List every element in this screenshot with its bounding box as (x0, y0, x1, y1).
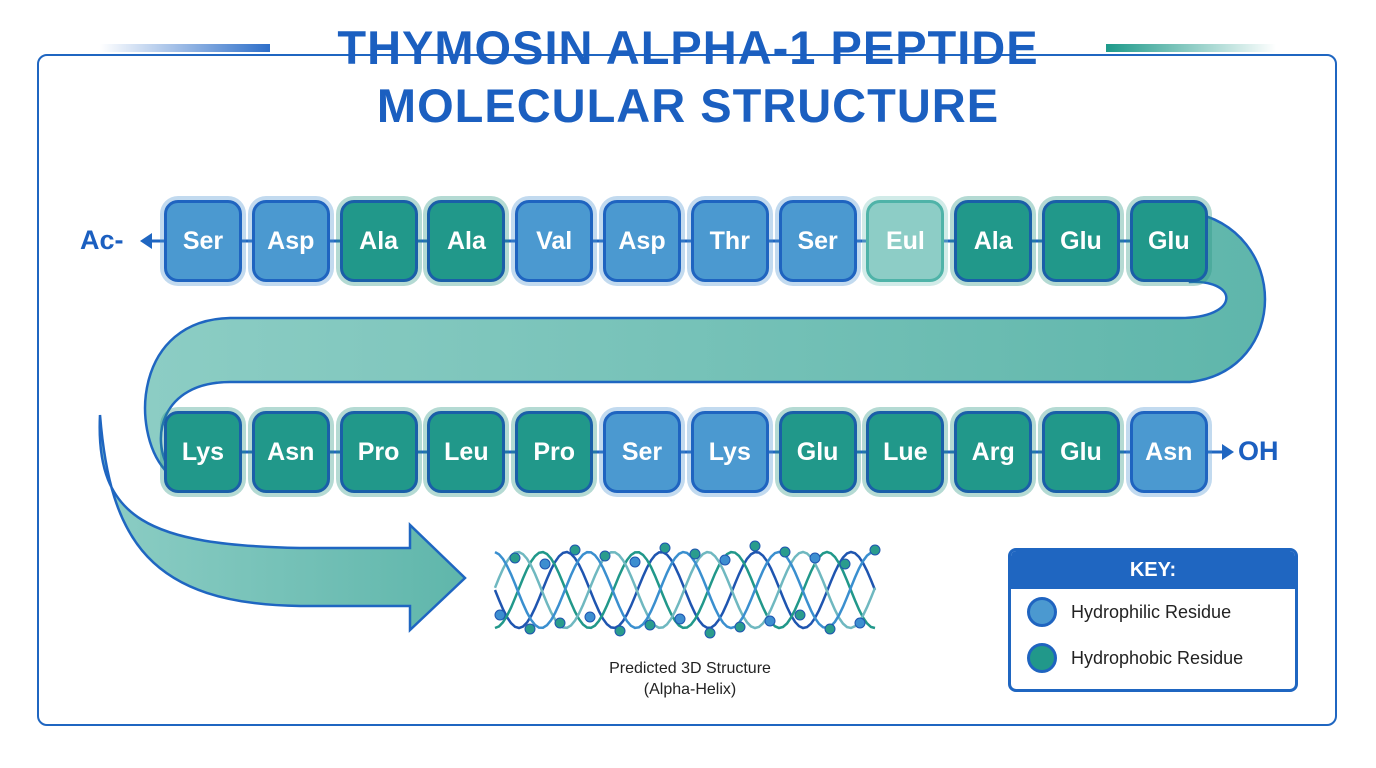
residue-philic: Thr (690, 200, 769, 282)
residue-phobic: Glu (1129, 200, 1208, 282)
residue-phobic: Glu (778, 411, 857, 493)
helix-atom (524, 623, 536, 635)
caption-line-1: Predicted 3D Structure (609, 660, 771, 677)
residue-phobic: Pro (515, 411, 594, 493)
residue-phobic: Arg (954, 411, 1033, 493)
residue-phobic: Ala (954, 200, 1033, 282)
helix-atom (554, 617, 566, 629)
helix-atom (794, 609, 806, 621)
residue-phobic: Pro (339, 411, 418, 493)
residue-light: Eul (866, 200, 945, 282)
title-line-1: THYMOSIN ALPHA-1 PEPTIDE (337, 21, 1039, 74)
arrow-c-terminus (1222, 444, 1234, 460)
arrow-n-terminus (140, 233, 152, 249)
helix-atom (569, 544, 581, 556)
legend-title: KEY: (1011, 551, 1295, 589)
residue-phobic: Leu (427, 411, 506, 493)
ribbon-arrow (98, 414, 467, 633)
residue-philic: Lys (690, 411, 769, 493)
residue-philic: Ser (778, 200, 857, 282)
helix-atom (614, 625, 626, 637)
residue-phobic: Asn (251, 411, 330, 493)
alpha-helix-illustration (493, 540, 881, 639)
helix-atom (494, 609, 506, 621)
residue-philic: Ser (603, 411, 681, 493)
helix-atom (839, 558, 851, 570)
legend: KEY: Hydrophilic Residue Hydrophobic Res… (1008, 548, 1298, 692)
residue-philic: Val (515, 200, 594, 282)
helix-atom (689, 548, 701, 560)
helix-atom (704, 627, 716, 639)
helix-atom (629, 556, 641, 568)
helix-atom (659, 542, 671, 554)
helix-atom (809, 552, 821, 564)
residue-phobic: Glu (1042, 411, 1120, 493)
helix-atom (749, 540, 761, 552)
c-terminus-label: OH (1238, 436, 1279, 466)
helix-atom (644, 619, 656, 631)
residue-phobic: Ala (427, 200, 506, 282)
residue-philic: Asp (603, 200, 681, 282)
residue-philic: Asp (251, 200, 330, 282)
helix-strand (494, 550, 876, 630)
frame-accent (100, 44, 270, 52)
residue-phobic: Lys (164, 411, 242, 493)
helix-atom (584, 611, 596, 623)
helix-atom (539, 558, 551, 570)
helix-caption: Predicted 3D Structure (Alpha-Helix) (560, 658, 820, 700)
diagram-frame (37, 54, 1337, 726)
legend-label: Hydrophilic Residue (1071, 601, 1232, 622)
helix-atom (869, 544, 881, 556)
residue-phobic: Ala (339, 200, 418, 282)
helix-atom (764, 615, 776, 627)
helix-atom (674, 613, 686, 625)
frame-accent (1106, 44, 1276, 52)
title-line-2: MOLECULAR STRUCTURE (376, 79, 1000, 132)
helix-atom (779, 546, 791, 558)
helix-atom (854, 617, 866, 629)
residue-philic: Asn (1129, 411, 1208, 493)
legend-item-hydrophilic: Hydrophilic Residue (1011, 589, 1295, 635)
helix-atom (719, 554, 731, 566)
helix-atom (734, 621, 746, 633)
helix-atom (824, 623, 836, 635)
residue-philic: Ser (164, 200, 242, 282)
caption-line-2: (Alpha-Helix) (643, 681, 737, 698)
legend-item-hydrophobic: Hydrophobic Residue (1011, 635, 1295, 681)
n-terminus-label: Ac- (80, 225, 124, 255)
legend-label: Hydrophobic Residue (1071, 647, 1244, 668)
helix-atom (509, 552, 521, 564)
helix-atom (599, 550, 611, 562)
hydrophilic-swatch-icon (1027, 597, 1057, 627)
residue-phobic: Glu (1042, 200, 1120, 282)
residue-phobic: Lue (866, 411, 945, 493)
helix-strand (494, 550, 876, 630)
hydrophobic-swatch-icon (1027, 643, 1057, 673)
